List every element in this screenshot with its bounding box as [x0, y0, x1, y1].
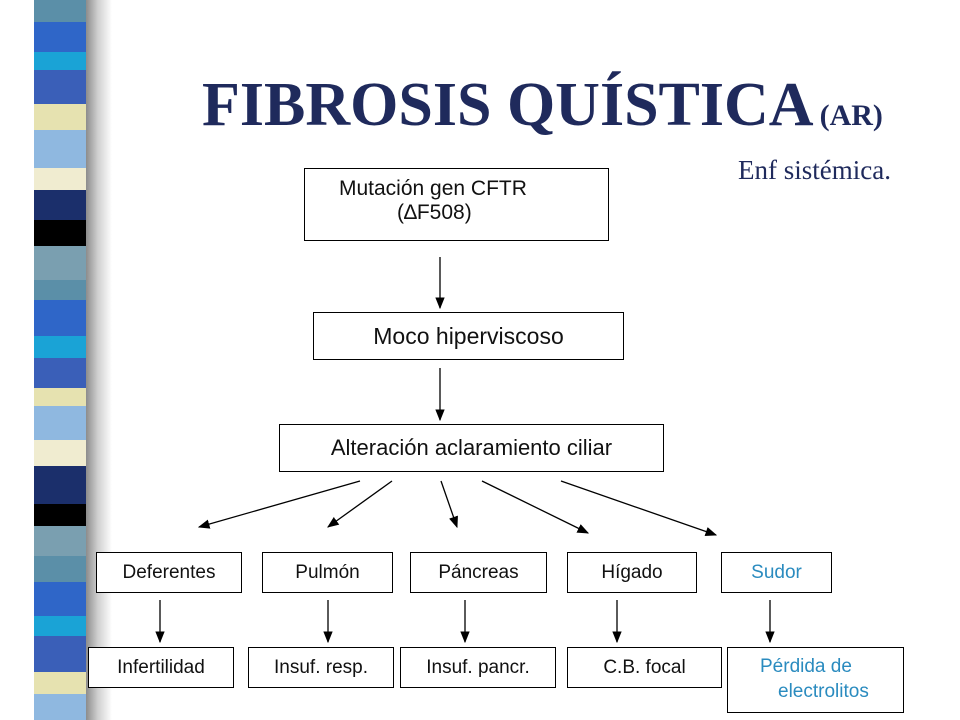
- arrow-to-higado: [481, 480, 590, 534]
- stripe-segment: [34, 616, 86, 636]
- stripe-segment: [34, 300, 86, 336]
- organ-deferentes: Deferentes: [96, 552, 242, 593]
- stripe-segment: [34, 466, 86, 504]
- stripe-segment: [34, 504, 86, 526]
- stripe-segment: [34, 22, 86, 52]
- clearance-box: Alteración aclaramiento ciliar: [279, 424, 664, 472]
- mutation-line1: Mutación gen CFTR: [339, 177, 527, 200]
- subtitle: Enf sistémica.: [738, 155, 891, 185]
- stripe-segment: [34, 246, 86, 280]
- decorative-stripe: [34, 0, 86, 720]
- stripe-segment: [34, 526, 86, 556]
- mutation-box: Mutación gen CFTR (∆F508): [304, 168, 609, 241]
- stripe-segment: [34, 190, 86, 220]
- stripe-segment: [34, 440, 86, 466]
- arrow-to-deferentes: [197, 480, 361, 529]
- mucus-box: Moco hiperviscoso: [313, 312, 624, 360]
- outcome-perdida-electrolitos: Pérdida de electrolitos: [727, 647, 904, 713]
- outcome-perdida-line2: electrolitos: [778, 681, 869, 702]
- arrow-to-pancreas: [440, 480, 458, 529]
- organ-sudor: Sudor: [721, 552, 832, 593]
- title-main: FIBROSIS QUÍSTICA: [202, 71, 814, 139]
- outcome-infertilidad: Infertilidad: [88, 647, 234, 688]
- mutation-line2: (∆F508): [397, 201, 472, 224]
- organ-pancreas: Páncreas: [410, 552, 547, 593]
- stripe-segment: [34, 280, 86, 300]
- outcome-cb-focal: C.B. focal: [567, 647, 722, 688]
- stripe-segment: [34, 104, 86, 130]
- outcome-perdida-line1: Pérdida de: [760, 656, 852, 677]
- stripe-segment: [34, 130, 86, 168]
- stripe-segment: [34, 358, 86, 388]
- outcome-insuf-pancr: Insuf. pancr.: [400, 647, 556, 688]
- arrow-to-pulmon: [327, 480, 393, 528]
- stripe-segment: [34, 336, 86, 358]
- title-suffix: (AR): [819, 99, 883, 132]
- organ-pulmon: Pulmón: [262, 552, 393, 593]
- stripe-segment: [34, 52, 86, 70]
- page-title: FIBROSIS QUÍSTICA(AR): [202, 70, 883, 141]
- stripe-segment: [34, 694, 86, 720]
- stripe-segment: [34, 556, 86, 582]
- stripe-segment: [34, 636, 86, 672]
- stripe-segment: [34, 220, 86, 246]
- stripe-segment: [34, 388, 86, 406]
- stripe-segment: [34, 406, 86, 440]
- arrow-to-sudor: [560, 480, 718, 536]
- outcome-insuf-resp: Insuf. resp.: [248, 647, 394, 688]
- stripe-segment: [34, 0, 86, 22]
- stripe-segment: [34, 672, 86, 694]
- stripe-segment: [34, 168, 86, 190]
- stripe-segment: [34, 70, 86, 104]
- organ-higado: Hígado: [567, 552, 697, 593]
- stripe-segment: [34, 582, 86, 616]
- stripe-shadow: [86, 0, 112, 720]
